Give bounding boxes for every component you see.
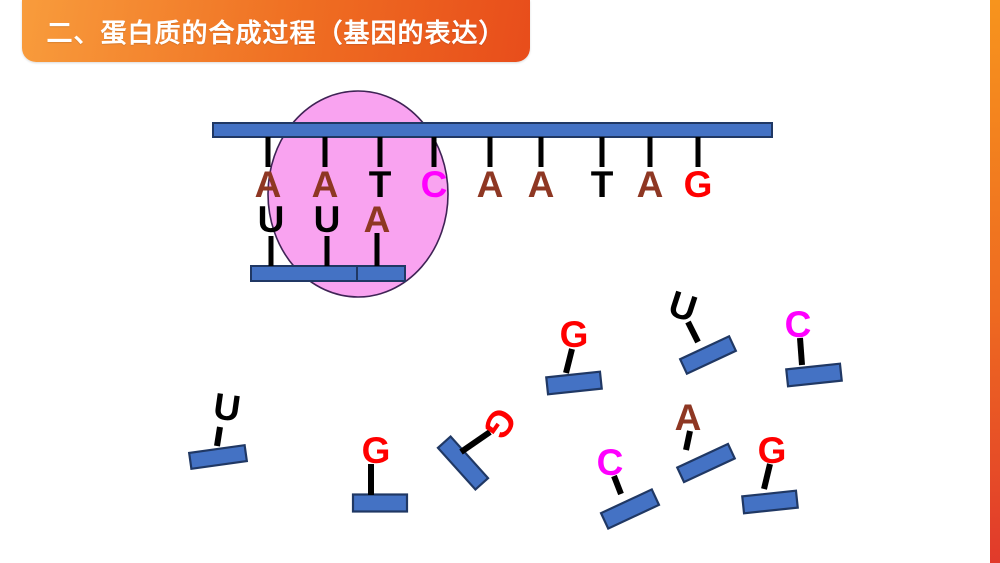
right-edge-accent-bar — [990, 0, 1000, 563]
slide-title-banner: 二、蛋白质的合成过程（基因的表达） — [22, 0, 530, 62]
base-tick — [265, 137, 271, 167]
mrna-segment — [250, 265, 358, 282]
free-nucleotide-stem — [797, 337, 805, 366]
base-tick — [487, 137, 493, 167]
free-nucleotide-letter: U — [664, 283, 702, 330]
base-tick — [377, 137, 383, 167]
base-tick — [695, 137, 701, 167]
free-nucleotide-letter: U — [211, 385, 243, 429]
free-nucleotide-letter: C — [785, 304, 812, 345]
free-nucleotide-letter: G — [560, 314, 589, 355]
free-nucleotide-stem — [683, 430, 693, 451]
template-base-letter: A — [255, 164, 282, 205]
mrna-segment — [356, 265, 406, 282]
template-base-letter: T — [591, 164, 614, 205]
free-nucleotide-rect — [599, 488, 661, 530]
template-base-letter: C — [421, 164, 448, 205]
free-nucleotide-letter: A — [675, 397, 702, 438]
free-nucleotide-rect — [675, 442, 737, 484]
free-nucleotide-rect — [678, 334, 738, 376]
template-base-letter: T — [369, 164, 392, 205]
free-nucleotide-stem — [761, 463, 773, 490]
pairing-base-letter: U — [258, 199, 285, 240]
free-nucleotide-stem — [685, 320, 701, 344]
template-base-letter: A — [637, 164, 664, 205]
free-nucleotide-rect — [187, 443, 249, 471]
pairing-base-letter: U — [314, 199, 341, 240]
free-nucleotide-stem — [611, 474, 624, 496]
pairing-base-letter: A — [364, 199, 391, 240]
free-nucleotide-letter: G — [362, 430, 391, 471]
free-nucleotide-rect — [436, 434, 490, 492]
free-nucleotide-letter: C — [597, 442, 624, 483]
free-nucleotide-rect — [785, 362, 843, 388]
base-tick — [647, 137, 653, 167]
base-tick — [538, 137, 544, 167]
free-nucleotide-rect — [741, 489, 799, 515]
base-tick — [431, 137, 437, 167]
template-base-letter: G — [684, 164, 713, 205]
template-base-letter: A — [528, 164, 555, 205]
base-tick — [322, 137, 328, 167]
free-nucleotide-stem — [459, 429, 492, 455]
free-nucleotide-rect — [545, 370, 603, 396]
template-base-letter: A — [312, 164, 339, 205]
dna-template-strand — [212, 122, 773, 138]
ribosome-ellipse — [267, 90, 449, 298]
slide-title: 二、蛋白质的合成过程（基因的表达） — [46, 17, 506, 48]
template-base-letter: A — [477, 164, 504, 205]
free-nucleotide-letter: G — [758, 430, 787, 471]
free-nucleotide-stem — [563, 348, 575, 374]
free-nucleotide-rect — [351, 493, 409, 513]
base-tick — [599, 137, 605, 167]
free-nucleotide-stem — [214, 426, 223, 447]
